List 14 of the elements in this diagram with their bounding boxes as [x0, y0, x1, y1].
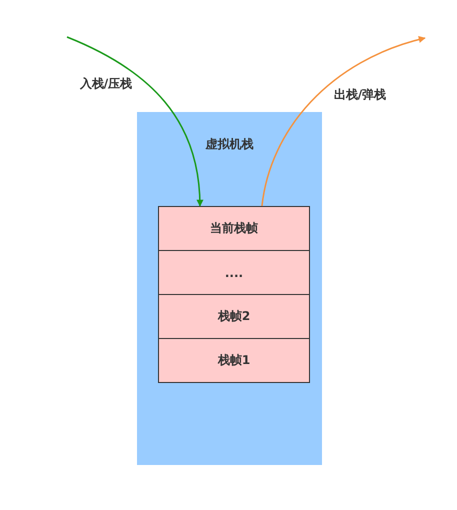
frame-label: 栈帧1 [218, 352, 250, 369]
stack-frame [158, 294, 310, 339]
curved-arrow [261, 36, 426, 206]
frame-label: 栈帧2 [218, 308, 250, 325]
stack-panel [137, 112, 322, 465]
edge-label: 出栈/弹栈 [334, 86, 386, 104]
stack-frame [158, 338, 310, 383]
frame-label: .... [224, 266, 244, 280]
stack-frame [158, 206, 310, 251]
curved-arrow [66, 36, 204, 207]
panel-title: 虚拟机栈 [204, 136, 254, 153]
edge-label: 入栈/压栈 [80, 76, 132, 92]
stack-frame [158, 250, 310, 295]
frame-label: 当前栈帧 [210, 220, 258, 237]
